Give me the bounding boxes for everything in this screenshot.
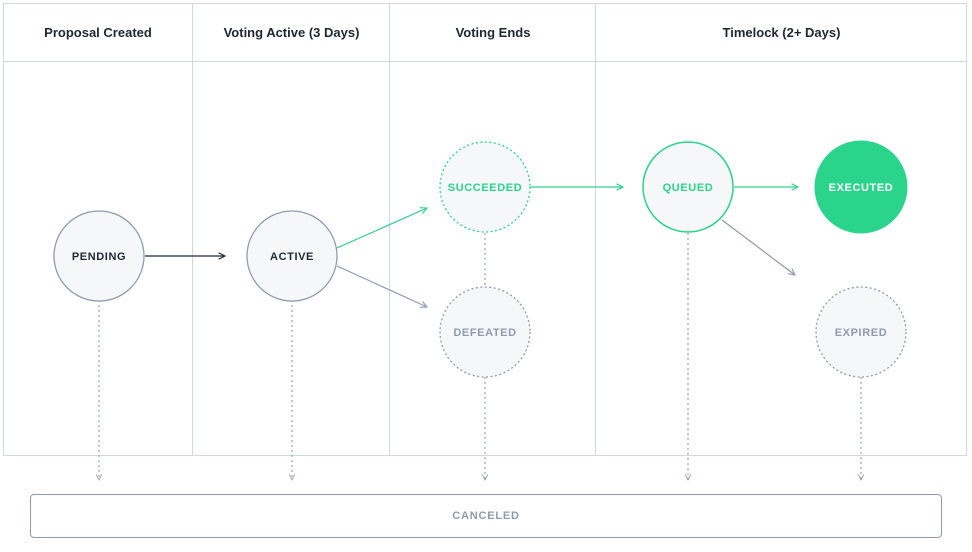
node-queued-label: QUEUED [663, 182, 714, 194]
canceled-state-box: CANCELED [30, 494, 942, 538]
column-divider [595, 3, 596, 456]
column-header-timelock: Timelock (2+ Days) [722, 24, 841, 40]
column-header-voting-ends: Voting Ends [455, 24, 531, 40]
node-expired: EXPIRED [815, 286, 907, 378]
node-succeeded: SUCCEEDED [439, 141, 531, 233]
node-pending: PENDING [53, 210, 145, 302]
node-executed: EXECUTED [814, 140, 908, 234]
node-defeated: DEFEATED [439, 286, 531, 378]
column-divider [192, 3, 193, 456]
node-queued: QUEUED [642, 141, 734, 233]
arrow-queued-to-expired [721, 219, 795, 275]
header-row [3, 3, 967, 62]
node-succeeded-label: SUCCEEDED [448, 182, 522, 194]
column-divider [389, 3, 390, 456]
node-expired-label: EXPIRED [835, 327, 888, 339]
column-header-proposal-created: Proposal Created [44, 24, 152, 40]
node-executed-label: EXECUTED [829, 182, 894, 194]
canceled-label: CANCELED [452, 510, 520, 522]
node-pending-label: PENDING [72, 251, 126, 263]
arrow-active-to-succeeded [336, 208, 427, 249]
node-defeated-label: DEFEATED [453, 327, 516, 339]
node-active-label: ACTIVE [270, 251, 314, 263]
arrow-active-to-defeated [336, 265, 427, 307]
node-active: ACTIVE [246, 210, 338, 302]
column-header-voting-active: Voting Active (3 Days) [223, 24, 360, 40]
